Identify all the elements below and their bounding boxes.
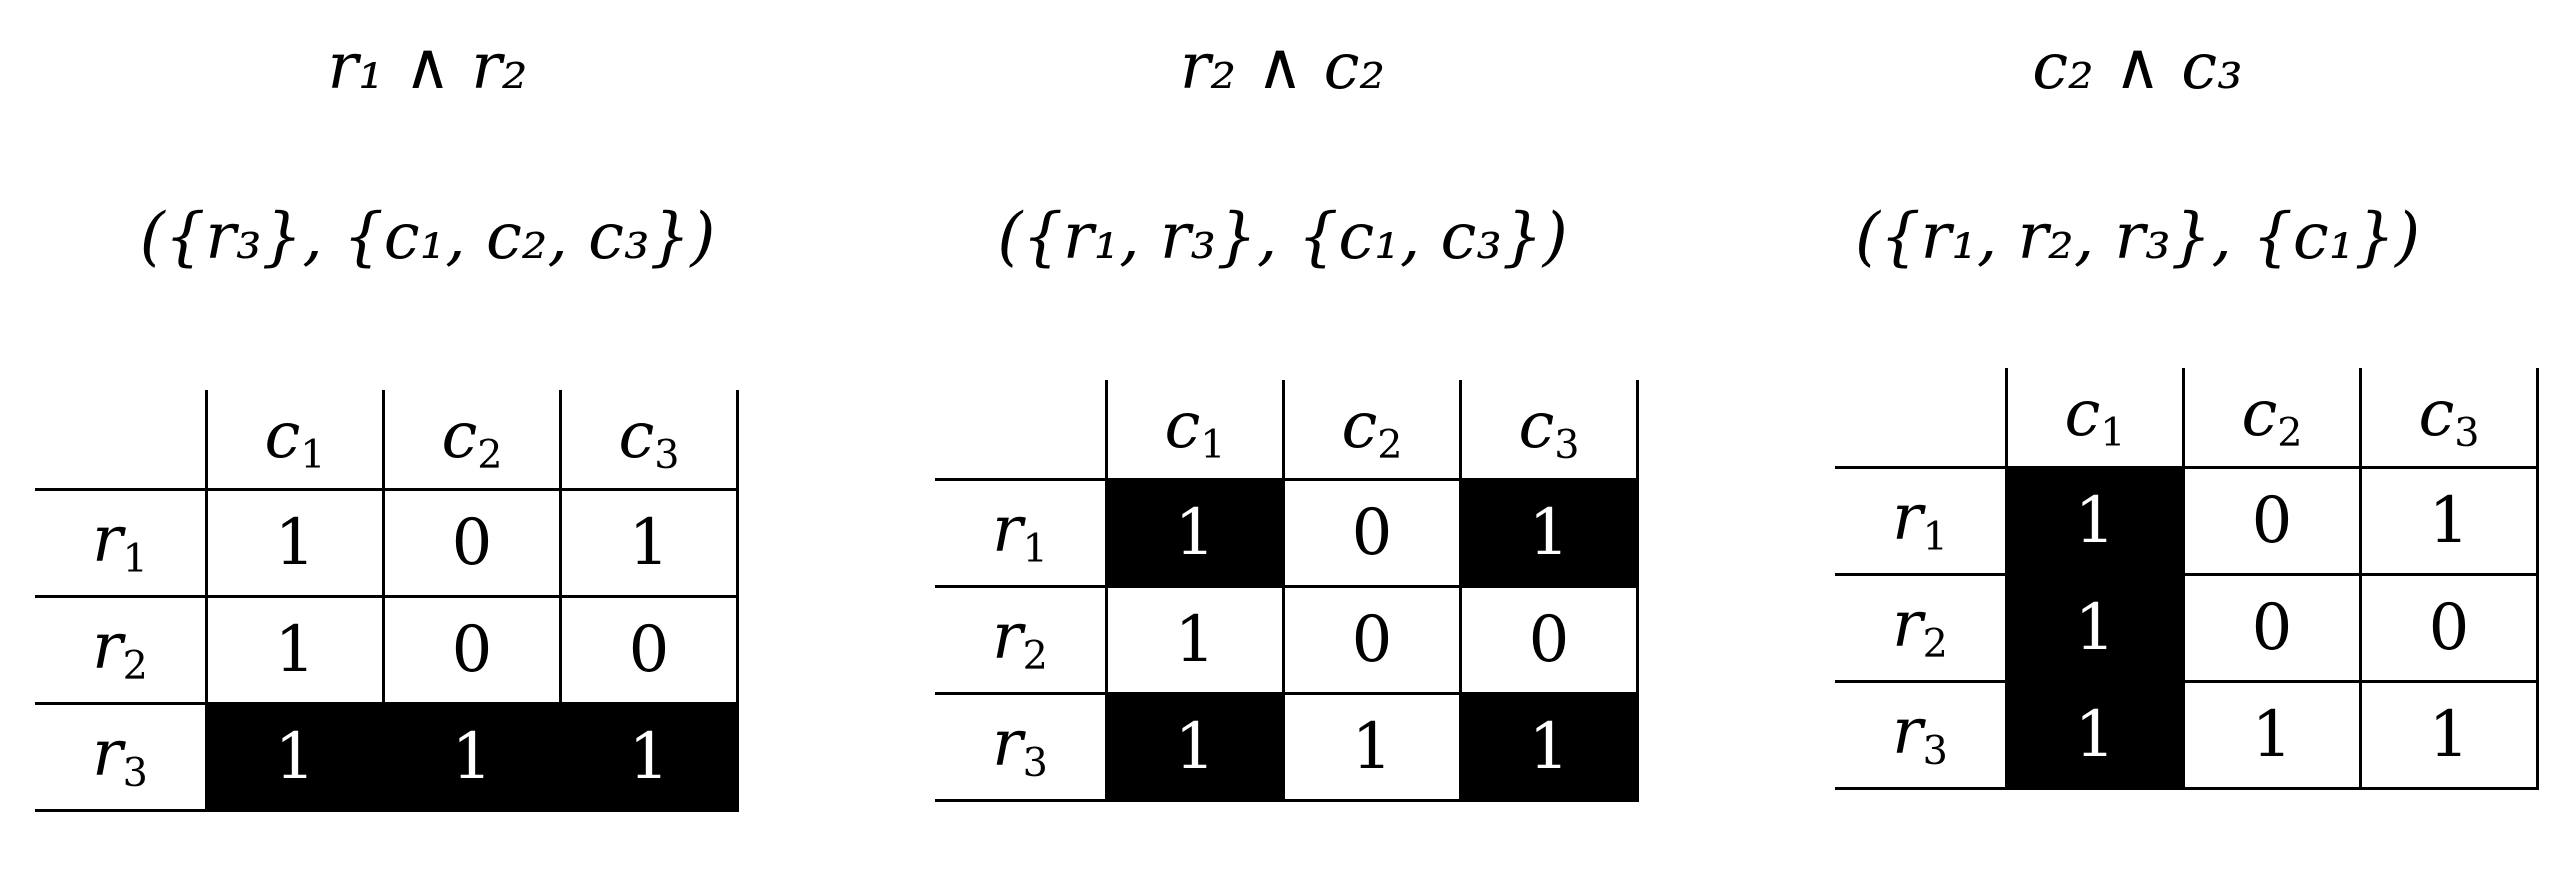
row-header: r2	[35, 595, 207, 705]
matrix-cell: 0	[1282, 478, 1462, 588]
column-header: c1	[1105, 380, 1285, 480]
column-header: c1	[205, 390, 385, 490]
highlighted-cell: 1	[1105, 478, 1285, 588]
matrix-cell: 0	[1282, 585, 1462, 695]
highlighted-cell: 1	[382, 702, 562, 812]
panel-expression: r₂ ∧ c₂	[1179, 30, 1386, 104]
row-header: r1	[1835, 466, 2007, 576]
corner-cell	[35, 390, 207, 490]
matrix-cell: 0	[2359, 573, 2539, 683]
matrix-cell: 1	[205, 595, 385, 705]
matrix-cell: 1	[1282, 692, 1462, 802]
matrix-cell: 1	[205, 488, 385, 598]
corner-cell	[1835, 368, 2007, 468]
matrix-cell: 1	[2182, 680, 2362, 790]
row-header: r2	[1835, 573, 2007, 683]
matrix-cell: 0	[2182, 573, 2362, 683]
column-header: c1	[2005, 368, 2185, 468]
column-header: c2	[382, 390, 562, 490]
highlighted-cell: 1	[2005, 466, 2185, 576]
corner-cell	[935, 380, 1107, 480]
matrix-cell: 1	[2359, 680, 2539, 790]
matrix-cell: 1	[2359, 466, 2539, 576]
highlighted-cell: 1	[559, 702, 739, 812]
matrix-cell: 0	[2182, 466, 2362, 576]
column-header: c2	[2182, 368, 2362, 468]
matrix-cell: 1	[559, 488, 739, 598]
row-header: r3	[1835, 680, 2007, 790]
matrix-cell: 0	[382, 595, 562, 705]
highlighted-cell: 1	[205, 702, 385, 812]
highlighted-cell: 1	[2005, 573, 2185, 683]
matrix-cell: 1	[1105, 585, 1285, 695]
column-header: c3	[559, 390, 739, 490]
row-header: r3	[935, 692, 1107, 802]
matrix-cell: 0	[1459, 585, 1639, 695]
panel-expression: r₁ ∧ r₂	[327, 30, 528, 104]
row-header: r1	[935, 478, 1107, 588]
highlighted-cell: 1	[1459, 478, 1639, 588]
column-header: c2	[1282, 380, 1462, 480]
highlighted-cell: 1	[1459, 692, 1639, 802]
row-header: r1	[35, 488, 207, 598]
column-header: c3	[2359, 368, 2539, 468]
panel-expression: c₂ ∧ c₃	[2032, 30, 2243, 104]
row-header: r3	[35, 702, 207, 812]
panel-concept: ({r₁, r₂, r₃}, {c₁})	[1854, 200, 2421, 274]
matrix-cell: 0	[559, 595, 739, 705]
panel-concept: ({r₁, r₃}, {c₁, c₃})	[997, 200, 1568, 274]
highlighted-cell: 1	[2005, 680, 2185, 790]
column-header: c3	[1459, 380, 1639, 480]
matrix-cell: 0	[382, 488, 562, 598]
highlighted-cell: 1	[1105, 692, 1285, 802]
row-header: r2	[935, 585, 1107, 695]
panel-concept: ({r₃}, {c₁, c₂, c₃})	[139, 200, 716, 274]
